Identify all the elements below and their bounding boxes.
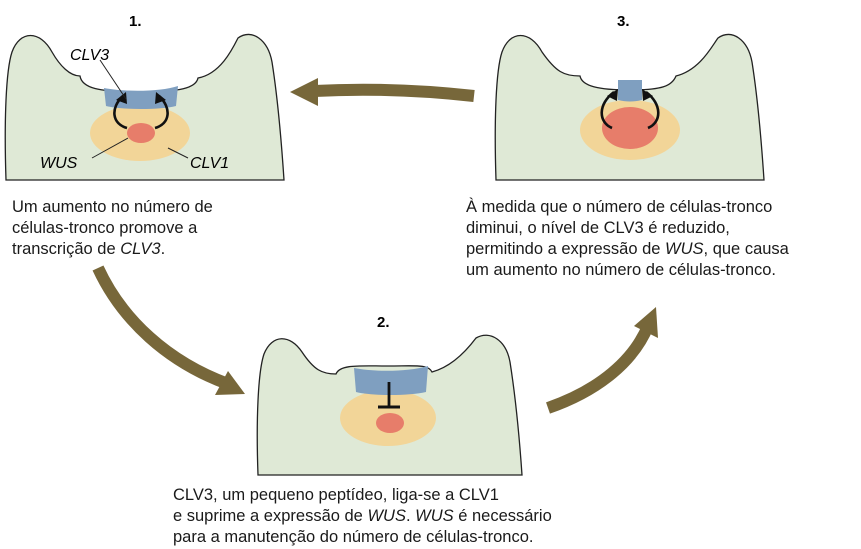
- wus-leader-line: [91, 137, 129, 159]
- step-3-number: 3.: [617, 13, 630, 30]
- clv3-leader-line: [99, 59, 127, 100]
- meristem-1-wus-zone: [127, 123, 155, 143]
- step-2-caption: CLV3, um pequeno peptídeo, liga-se a CLV…: [173, 486, 552, 546]
- meristem-1: 1. CLV3 WUS CLV1: [4, 13, 285, 181]
- cycle-arrow-2-to-3: [546, 307, 658, 414]
- meristem-2-clv3-zone: [354, 366, 428, 395]
- step-2-number: 2.: [377, 314, 390, 331]
- step-1-number: 1.: [129, 13, 142, 30]
- clv3-label: CLV3: [70, 47, 109, 64]
- meristem-3-wus-zone: [602, 107, 658, 149]
- cycle-arrow-1-to-2: [92, 265, 245, 395]
- meristem-3-clv3-zone: [618, 80, 642, 102]
- cycle-arrow-3-to-1: [290, 78, 475, 106]
- wus-label: WUS: [40, 155, 78, 172]
- meristem-2-wus-zone: [376, 413, 404, 433]
- meristem-2: 2.: [256, 314, 523, 476]
- clv1-leader-line: [167, 147, 189, 159]
- meristem-1-clv3-zone: [104, 86, 178, 109]
- step-3-caption: À medida que o número de células-tronco …: [466, 198, 789, 279]
- step-1-caption: Um aumento no número de células-tronco p…: [12, 198, 213, 258]
- meristem-3: 3.: [494, 13, 765, 181]
- clv1-label: CLV1: [190, 155, 229, 172]
